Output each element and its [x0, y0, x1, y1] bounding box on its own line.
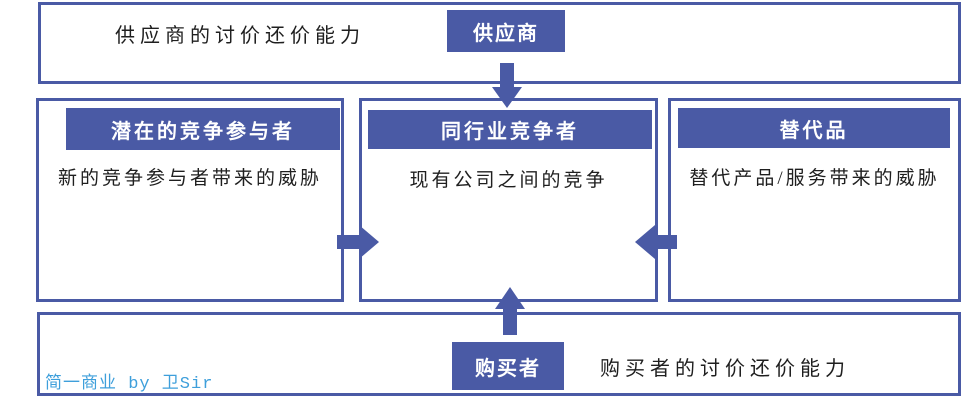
- arrow-left-icon: [635, 225, 677, 259]
- substitutes-description: 替代产品/服务带来的威胁: [689, 168, 940, 189]
- industry-rivals-title: 同行业竞争者: [441, 121, 579, 143]
- buyer-power-label: 购买者的讨价还价能力: [600, 358, 850, 380]
- arrow-up-icon: [495, 287, 525, 335]
- potential-entrants-description: 新的竞争参与者带来的威胁: [57, 168, 322, 189]
- buyer-tag: 购买者: [452, 342, 564, 390]
- buyer-tag-label: 购买者: [475, 357, 541, 380]
- supplier-power-label: 供应商的讨价还价能力: [115, 25, 365, 47]
- substitutes-title: 替代品: [779, 119, 849, 142]
- substitutes-header: 替代品: [678, 108, 950, 148]
- potential-entrants-title: 潜在的竞争参与者: [111, 120, 295, 143]
- industry-rivals-header: 同行业竞争者: [368, 110, 652, 149]
- industry-rivals-panel: 同行业竞争者 现有公司之间的竞争: [359, 98, 658, 302]
- supplier-tag: 供应商: [447, 10, 565, 52]
- supplier-panel: 供应商的讨价还价能力 供应商: [38, 2, 961, 84]
- potential-entrants-panel: 潜在的竞争参与者 新的竞争参与者带来的威胁: [36, 98, 344, 302]
- arrow-right-icon: [337, 225, 379, 259]
- watermark-text: 简一商业 by 卫Sir: [45, 375, 214, 394]
- arrow-down-icon: [492, 63, 522, 108]
- supplier-tag-label: 供应商: [473, 22, 539, 45]
- industry-rivals-description: 现有公司之间的竞争: [409, 170, 608, 191]
- potential-entrants-header: 潜在的竞争参与者: [66, 108, 340, 150]
- substitutes-panel: 替代品 替代产品/服务带来的威胁: [668, 98, 961, 302]
- buyer-panel: 购买者 购买者的讨价还价能力 简一商业 by 卫Sir: [37, 312, 961, 396]
